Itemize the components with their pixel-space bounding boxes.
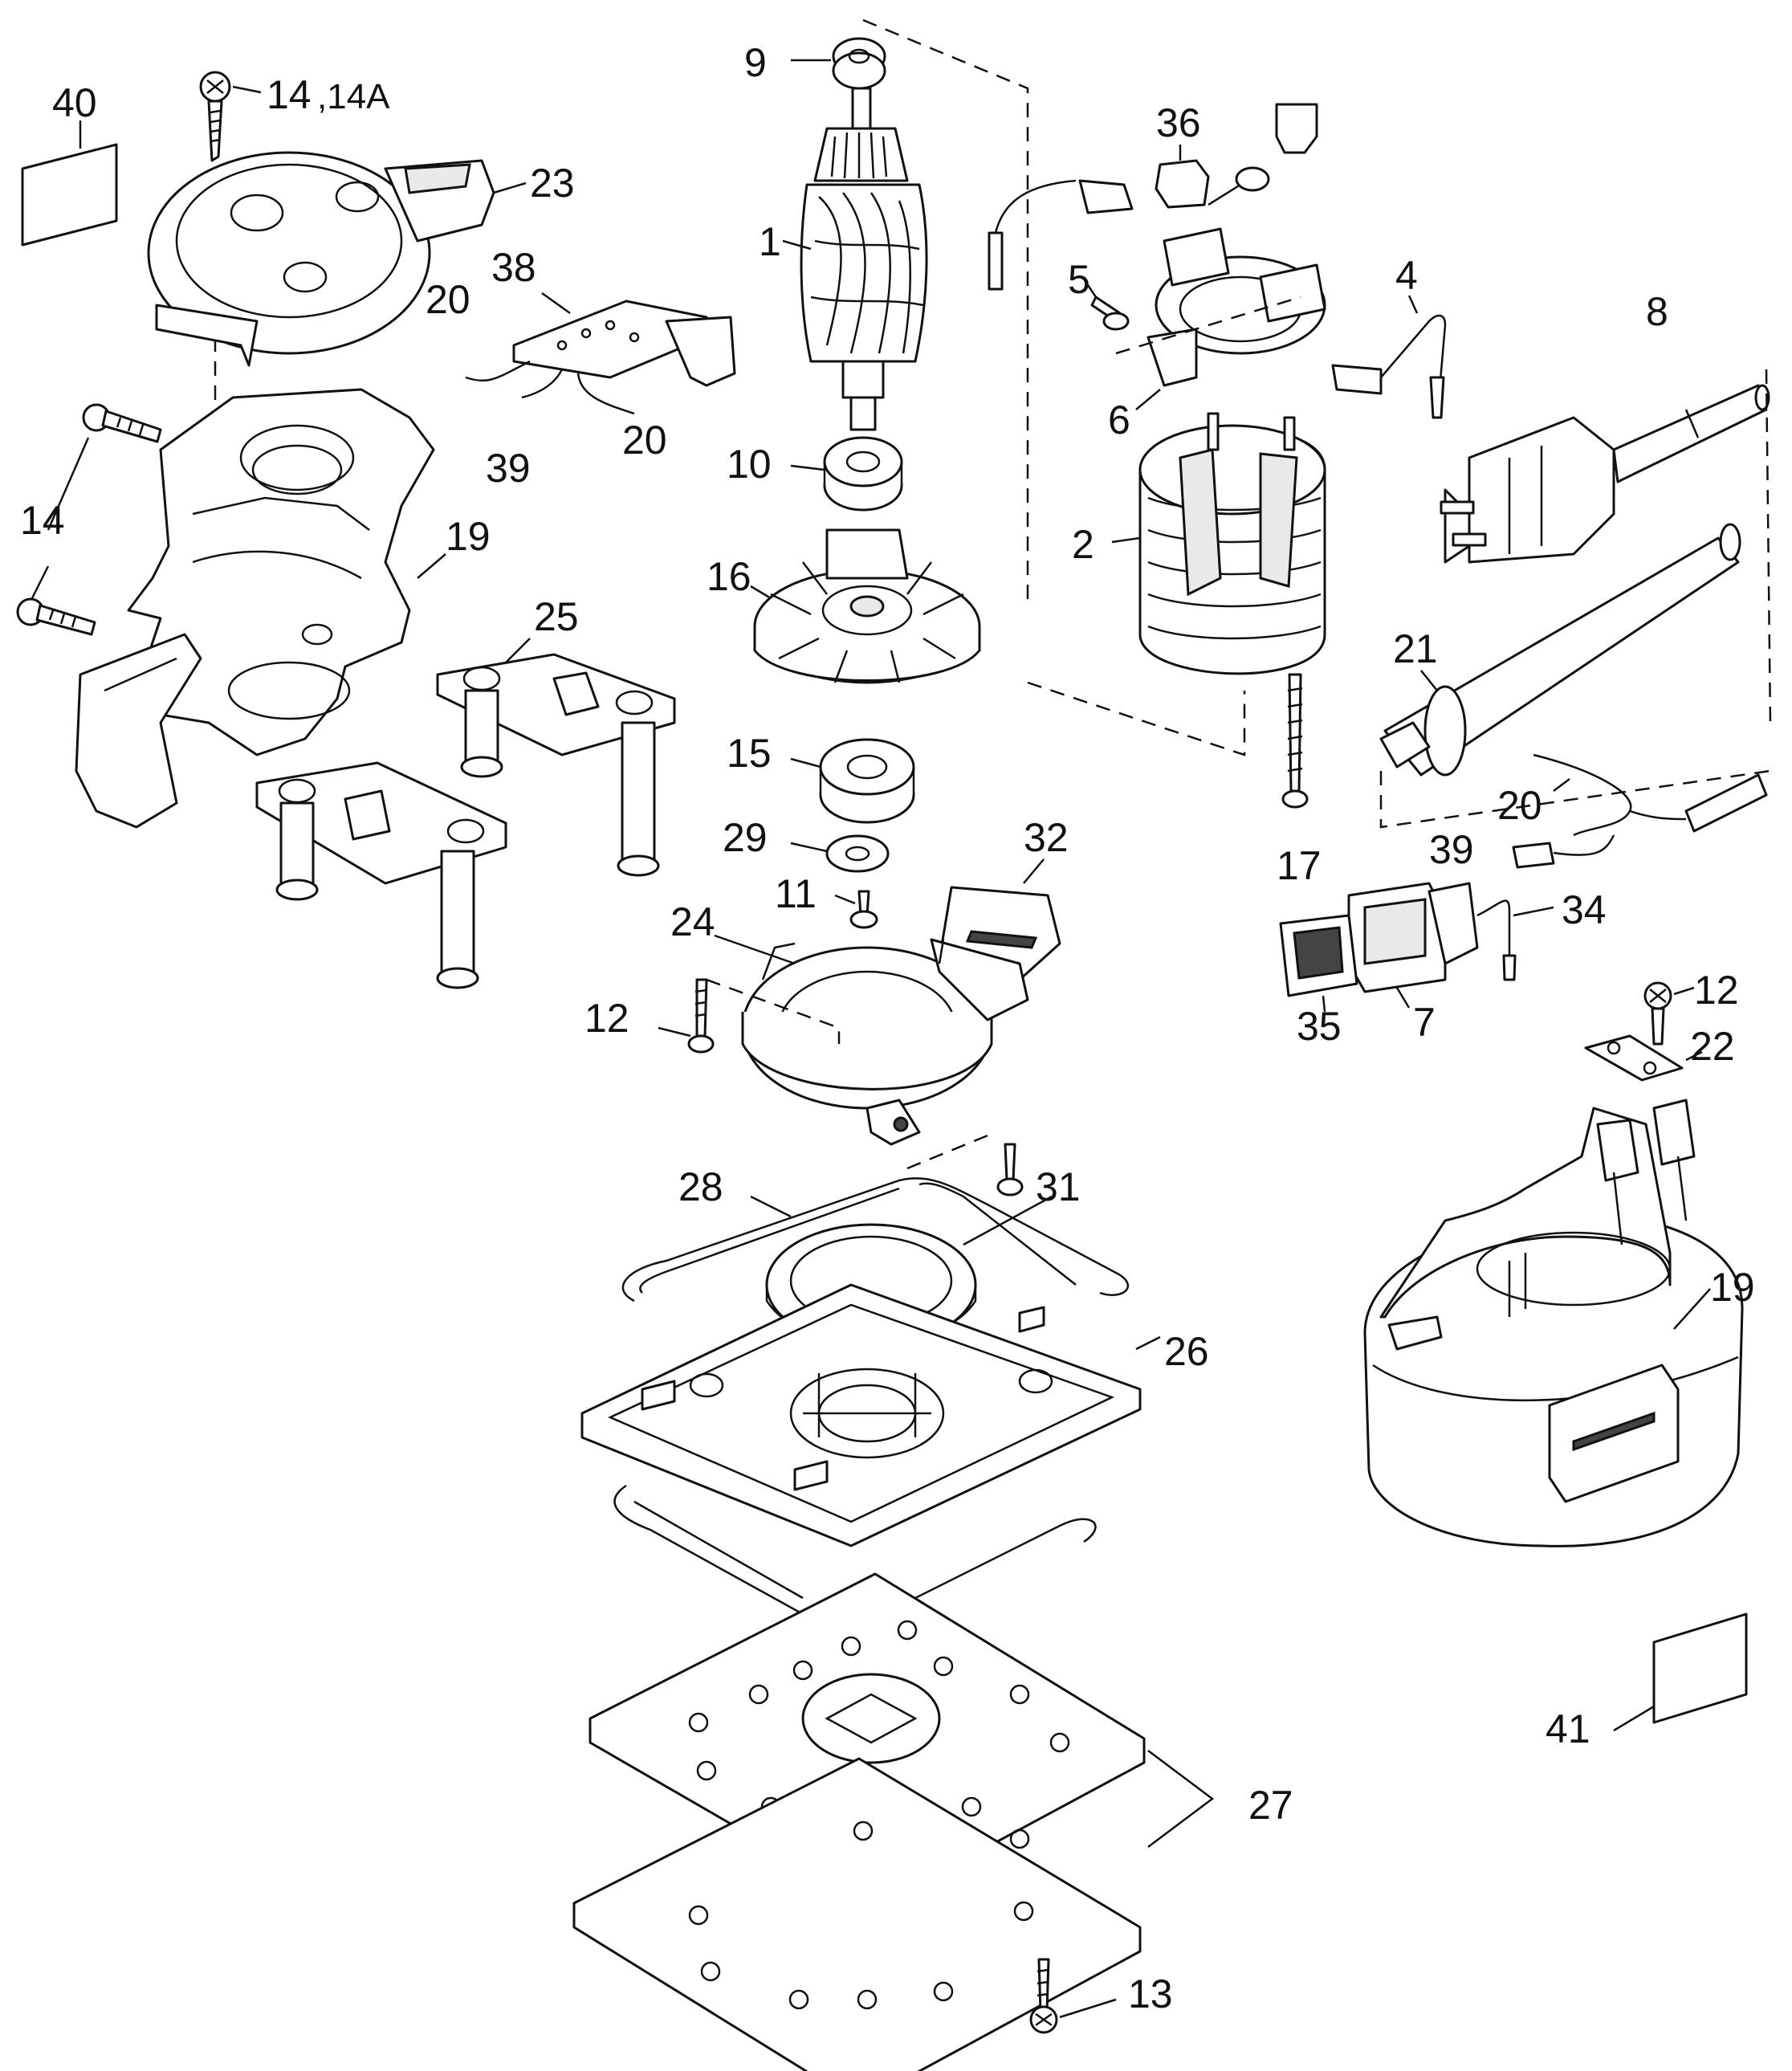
bearing-9 [791, 37, 886, 90]
label-1: 1 [759, 219, 781, 264]
label-23: 23 [530, 161, 575, 206]
label-15: 15 [727, 731, 772, 776]
brush-lead-4 [1331, 295, 1447, 419]
label-26: 26 [1164, 1329, 1209, 1374]
screw-11 [834, 890, 878, 929]
assembly-guide-armature [862, 18, 1246, 756]
spring-28 [621, 1177, 1129, 1303]
screw-12-left [658, 978, 715, 1054]
label-34: 34 [1562, 887, 1607, 932]
armature-1 [782, 87, 928, 431]
label-39-right: 39 [1429, 827, 1474, 872]
label-31: 31 [1036, 1164, 1081, 1209]
brush-spring [1208, 166, 1270, 206]
fan-guard-24 [706, 934, 1029, 1146]
label-13: 13 [1128, 1971, 1173, 2016]
label-22: 22 [1690, 1024, 1735, 1069]
label-40: 40 [52, 80, 97, 125]
label-plate-40 [21, 120, 118, 247]
label-4: 4 [1395, 253, 1418, 298]
brush-cap-top [1275, 103, 1318, 154]
label-35: 35 [1297, 1004, 1342, 1049]
housing-half-19-left [75, 388, 446, 829]
label-29: 29 [723, 815, 768, 860]
bracket-25-lower [255, 761, 507, 989]
label-9: 9 [744, 40, 767, 85]
label-5: 5 [1068, 257, 1090, 302]
screw-5 [1086, 284, 1130, 331]
label-6: 6 [1108, 397, 1130, 442]
label-11: 11 [775, 871, 817, 916]
circuit-board-38 [465, 291, 736, 415]
field-2 [1111, 412, 1326, 675]
screw-14-left-b [16, 437, 96, 636]
label-14-left: 14 [20, 498, 65, 543]
assembly-guide-cord [1379, 769, 1771, 829]
power-plug-8 [1440, 369, 1772, 724]
label-19-right: 19 [1710, 1265, 1755, 1310]
screw-17 [1281, 673, 1309, 809]
label-20-right: 20 [1497, 783, 1542, 828]
label-10: 10 [727, 442, 772, 487]
label-28: 28 [678, 1164, 723, 1209]
label-41: 41 [1546, 1706, 1590, 1751]
screw-12-center [906, 1131, 1024, 1197]
label-19-left: 19 [446, 514, 491, 559]
plate-22 [1584, 1034, 1703, 1082]
pad-27-lower [572, 1750, 1215, 2071]
fan-16 [750, 528, 981, 684]
label-32: 32 [1024, 815, 1069, 860]
base-26 [580, 1283, 1161, 1547]
brush-holder-6 [1115, 227, 1326, 410]
label-21: 21 [1393, 626, 1438, 671]
screw-14-top [199, 71, 262, 450]
label-14a: ,14A [317, 77, 390, 116]
housing-half-19-right [1363, 1099, 1744, 1547]
switch-button-35 [1279, 914, 1358, 1013]
lead-20-right [1533, 753, 1768, 837]
label-17: 17 [1277, 843, 1322, 888]
washer-29 [790, 834, 890, 873]
callout-labels: 40 14 ,14A 23 38 20 20 39 14 19 25 9 1 1… [20, 40, 1755, 2016]
label-39-left: 39 [486, 446, 531, 491]
label-12-left: 12 [584, 996, 629, 1041]
label-7: 7 [1413, 1000, 1436, 1045]
bearing-10 [790, 436, 903, 512]
bearing-15 [790, 738, 915, 824]
label-36: 36 [1156, 100, 1201, 145]
switch-7 [1347, 882, 1479, 1009]
label-plate-41 [1613, 1612, 1748, 1732]
label-2: 2 [1072, 522, 1094, 567]
connector-39-right [1512, 834, 1615, 869]
label-20-lower: 20 [622, 418, 667, 463]
label-24: 24 [670, 899, 715, 944]
label-16: 16 [707, 554, 751, 599]
lead-34 [1476, 899, 1554, 981]
screw-13 [1029, 1958, 1117, 2034]
label-20-upper: 20 [426, 277, 470, 322]
label-8: 8 [1646, 289, 1668, 334]
label-14-top: 14 [267, 72, 312, 117]
label-12-right: 12 [1694, 968, 1739, 1013]
screw-14-left-a [82, 403, 162, 443]
label-38: 38 [491, 245, 536, 290]
top-cover-23 [147, 151, 527, 367]
brush-lead-left [988, 179, 1134, 291]
cord-guard-21 [1379, 523, 1741, 777]
bracket-25-upper [436, 638, 676, 877]
brush-cap-36 [1155, 145, 1210, 209]
label-27: 27 [1248, 1783, 1293, 1828]
screw-12-right [1643, 981, 1695, 1046]
label-25: 25 [534, 594, 579, 639]
